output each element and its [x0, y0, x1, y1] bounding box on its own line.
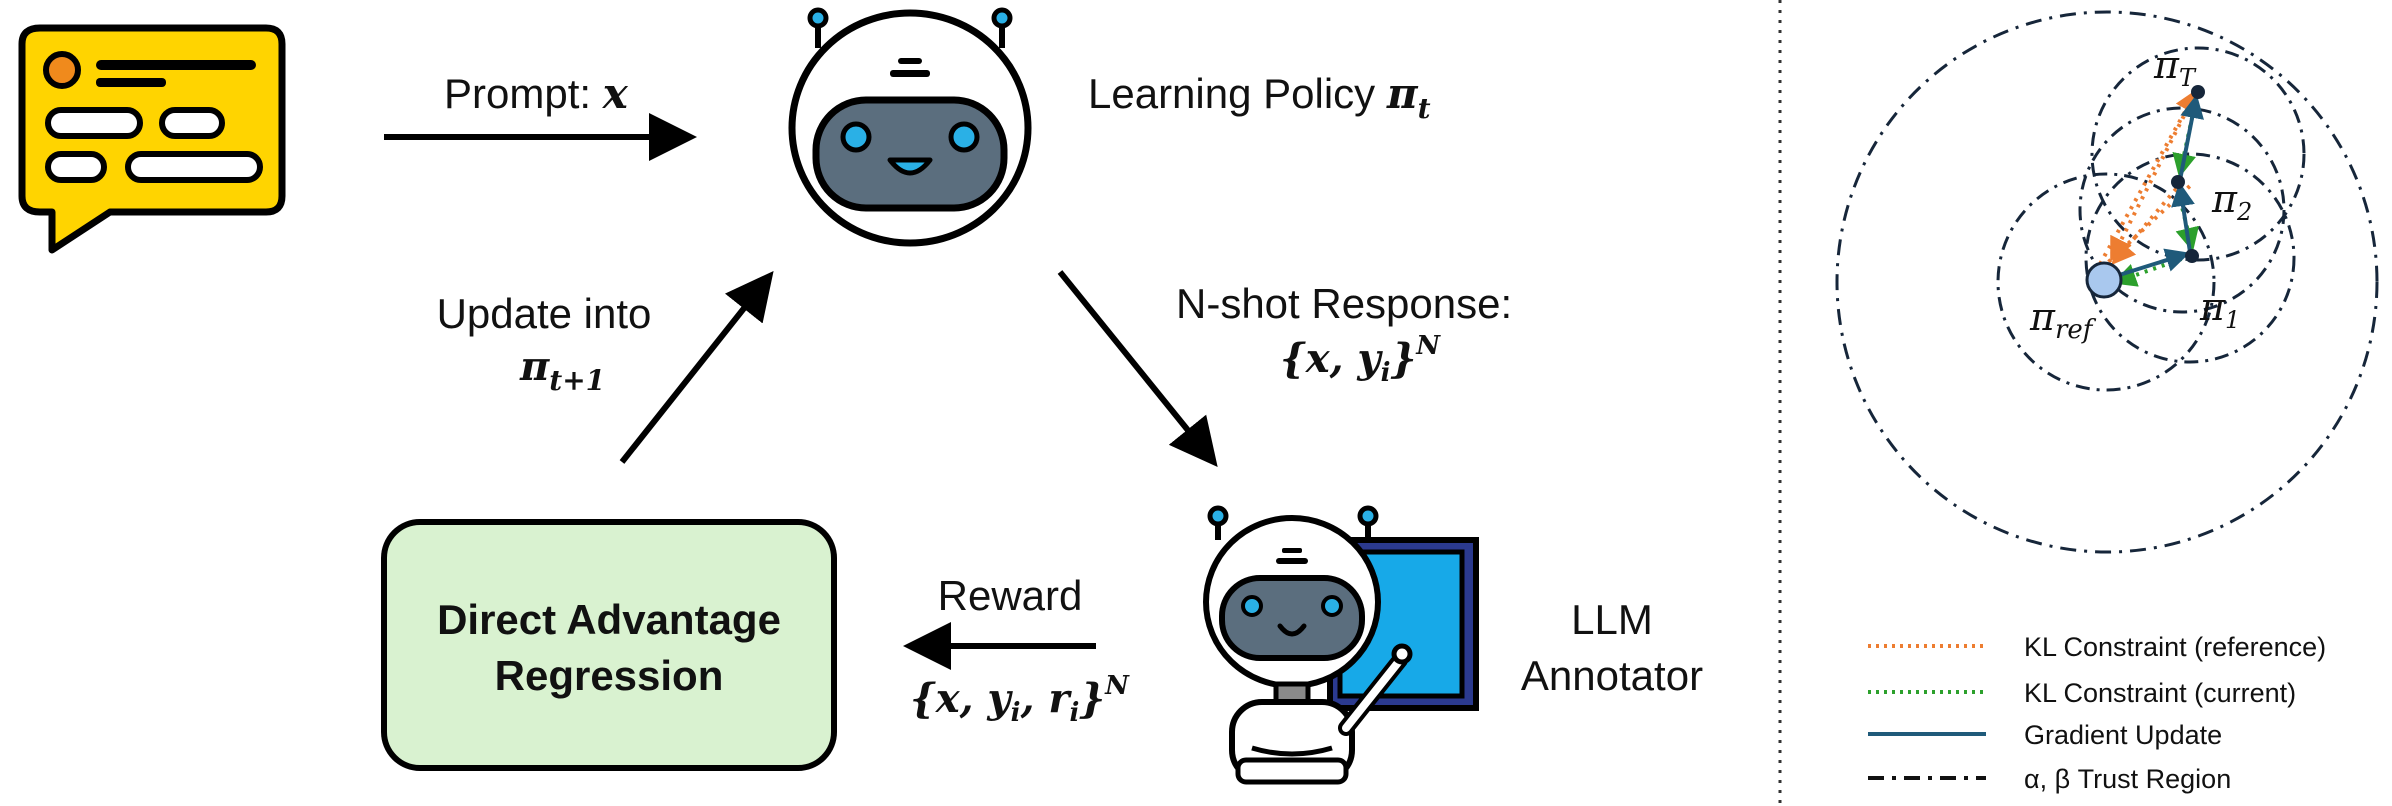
- label-pi-ref: πref: [2029, 295, 2097, 345]
- annotator-line1: LLM: [1571, 596, 1653, 643]
- point-pi-ref: [2085, 261, 2123, 299]
- legend: KL Constraint (reference) KL Constraint …: [1868, 632, 2326, 794]
- dar-line2: Regression: [495, 652, 724, 699]
- robot-annotator-icon: [1203, 505, 1479, 785]
- prompt-label: Prompt: x: [444, 69, 629, 118]
- dar-box: [381, 519, 837, 771]
- flow-arrows: [384, 113, 1218, 670]
- trust-circle-ref: [1996, 172, 2216, 392]
- kl-cur-3: [2112, 254, 2191, 287]
- legend-label-grad: Gradient Update: [2024, 720, 2222, 750]
- outer-trust-circle: [1835, 10, 2379, 554]
- grad-update-2: [2171, 182, 2195, 253]
- point-pi-1: [2185, 249, 2199, 263]
- label-pi-2: π2: [2211, 177, 2252, 226]
- reward-set: {x, yi, ri}N: [910, 671, 1130, 728]
- policy-label: Learning Policy πt: [1088, 69, 1431, 125]
- chat-bubble-icon: [18, 24, 286, 254]
- legend-label-trust: α, β Trust Region: [2024, 764, 2231, 794]
- label-pi-1: π1: [2199, 285, 2240, 334]
- arrow-update: [619, 270, 774, 464]
- kl-ref-1: [2098, 88, 2198, 265]
- reward-label: Reward: [938, 572, 1083, 619]
- trust-region-diagram: πT π2 π1 πref: [1835, 10, 2379, 554]
- legend-label-kl-cur: KL Constraint (current): [2024, 678, 2296, 708]
- grad-update-1: [2115, 248, 2190, 278]
- arrow-response: [1057, 270, 1218, 467]
- robot-policy-icon: [788, 7, 1032, 247]
- annotator-line2: Annotator: [1521, 652, 1703, 699]
- trust-circle-T: [2090, 46, 2306, 262]
- nshot-label: N-shot Response:: [1176, 280, 1512, 327]
- point-pi-2: [2171, 175, 2185, 189]
- grad-update-3: [2178, 94, 2204, 181]
- point-pi-T: [2191, 85, 2205, 99]
- legend-label-kl-ref: KL Constraint (reference): [2024, 632, 2326, 662]
- kl-ref-3: [2110, 91, 2198, 262]
- label-pi-T: πT: [2153, 43, 2197, 92]
- trust-circle-2: [2078, 106, 2286, 314]
- update-label: Update into: [437, 290, 652, 337]
- update-sym: πt+1: [519, 343, 605, 397]
- trust-circle-1: [2084, 152, 2296, 364]
- nshot-set: {x, yi}N: [1280, 331, 1441, 388]
- dar-line1: Direct Advantage: [437, 596, 781, 643]
